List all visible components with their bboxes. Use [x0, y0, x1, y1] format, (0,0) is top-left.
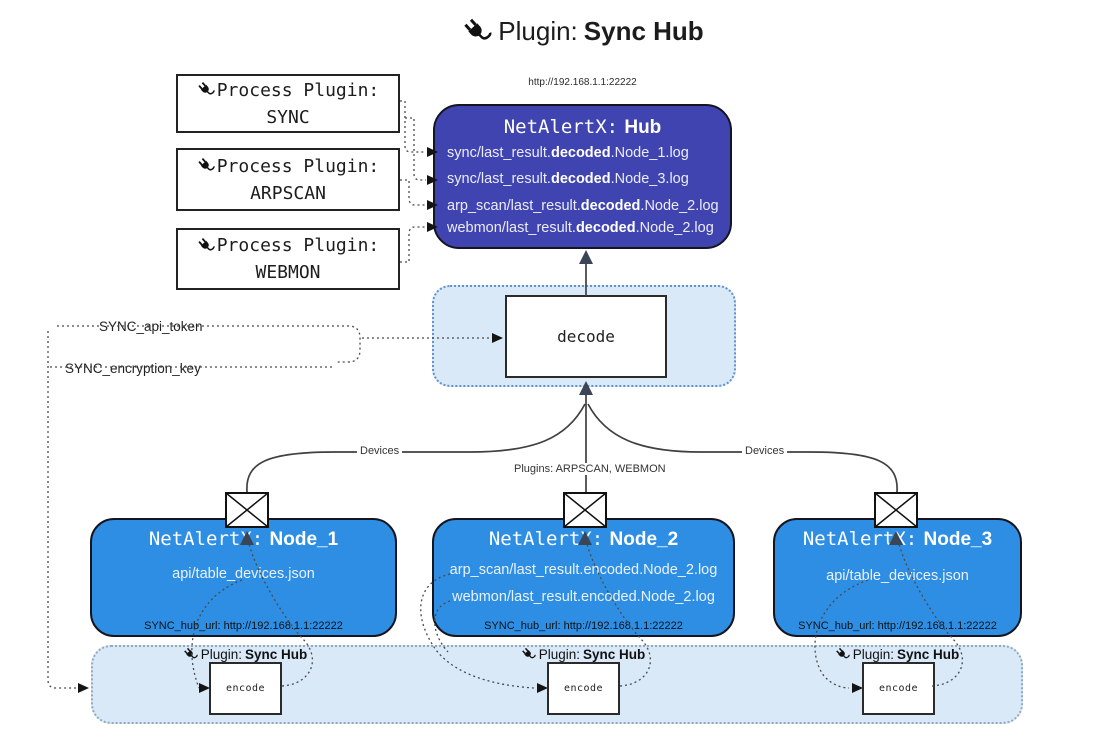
node-file-line: webmon/last_result.encoded.Node_2.log [452, 589, 715, 605]
encode-strip-label: Plugin:Sync Hub [832, 645, 962, 663]
process-plugin-webmon: Process Plugin: WEBMON [176, 228, 400, 290]
node-2: NetAlertX:Node_2 arp_scan/last_result.en… [432, 518, 735, 637]
process-plugin-connectors [400, 100, 426, 263]
sync-api-token-label: SYNC_api_token [96, 319, 206, 334]
encode-box: encode [547, 662, 620, 715]
hub-log-line: sync/last_result.decoded.Node_3.log [447, 171, 689, 187]
process-plugin-name: ARPSCAN [250, 182, 326, 204]
encode-box: encode [862, 662, 935, 715]
plug-icon [183, 647, 198, 662]
node-1: NetAlertX:Node_1 api/table_devices.json … [90, 518, 397, 637]
hub-title: NetAlertX:Hub [435, 116, 730, 139]
process-plugin-heading: Process Plugin: [216, 235, 380, 256]
node-title: NetAlertX:Node_3 [802, 528, 993, 550]
encode-strip-label: Plugin:Sync Hub [180, 645, 310, 663]
plug-icon [521, 647, 536, 662]
encode-box: encode [209, 662, 282, 715]
plug-icon [197, 157, 215, 175]
plug-icon [197, 81, 215, 99]
hub-title-bold: Hub [624, 117, 662, 138]
plug-icon [835, 647, 850, 662]
node-3: NetAlertX:Node_3 api/table_devices.json … [773, 518, 1022, 637]
node-hub-url: SYNC_hub_url: http://192.168.1.1:22222 [144, 620, 343, 632]
node-title: NetAlertX:Node_2 [488, 528, 679, 550]
page-title: Plugin: Sync Hub [433, 16, 733, 47]
process-plugin-heading: Process Plugin: [216, 79, 380, 101]
node-hub-url: SYNC_hub_url: http://192.168.1.1:22222 [798, 620, 997, 632]
secrets-arrowheads [78, 333, 503, 693]
encode-strip-label: Plugin:Sync Hub [518, 645, 648, 663]
node-file-line: api/table_devices.json [172, 566, 315, 582]
process-plugin-heading: Process Plugin: [216, 155, 380, 177]
decode-box: decode [505, 295, 667, 378]
hub-log-line: webmon/last_result.decoded.Node_2.log [447, 220, 714, 236]
edge-label-devices-right: Devices [742, 445, 788, 457]
page-title-prefix: Plugin: [498, 16, 578, 46]
sync-encryption-key-label: SYNC_encryption_key [62, 361, 204, 376]
hub-node: NetAlertX:Hub sync/last_result.decoded.N… [433, 104, 732, 249]
node-title: NetAlertX:Node_1 [148, 528, 339, 550]
hub-log-line: sync/last_result.decoded.Node_1.log [447, 145, 689, 161]
edge-label-devices-left: Devices [357, 445, 403, 457]
page-title-bold: Sync Hub [583, 16, 704, 46]
process-plugin-sync: Process Plugin: SYNC [176, 74, 400, 133]
process-plugin-arpscan: Process Plugin: ARPSCAN [176, 148, 400, 211]
hub-title-prefix: NetAlertX: [503, 116, 619, 138]
node-file-line: arp_scan/last_result.encoded.Node_2.log [449, 562, 718, 578]
process-plugin-name: WEBMON [255, 262, 321, 283]
hub-log-line: arp_scan/last_result.decoded.Node_2.log [447, 198, 719, 214]
plug-icon [462, 17, 492, 47]
edge-label-plugins: Plugins: ARPSCAN, WEBMON [511, 463, 669, 475]
node-file-line: api/table_devices.json [826, 568, 969, 584]
hub-url: http://192.168.1.1:22222 [528, 77, 637, 88]
process-plugin-name: SYNC [266, 106, 310, 128]
node-hub-url: SYNC_hub_url: http://192.168.1.1:22222 [484, 620, 683, 632]
plug-icon [197, 237, 215, 255]
